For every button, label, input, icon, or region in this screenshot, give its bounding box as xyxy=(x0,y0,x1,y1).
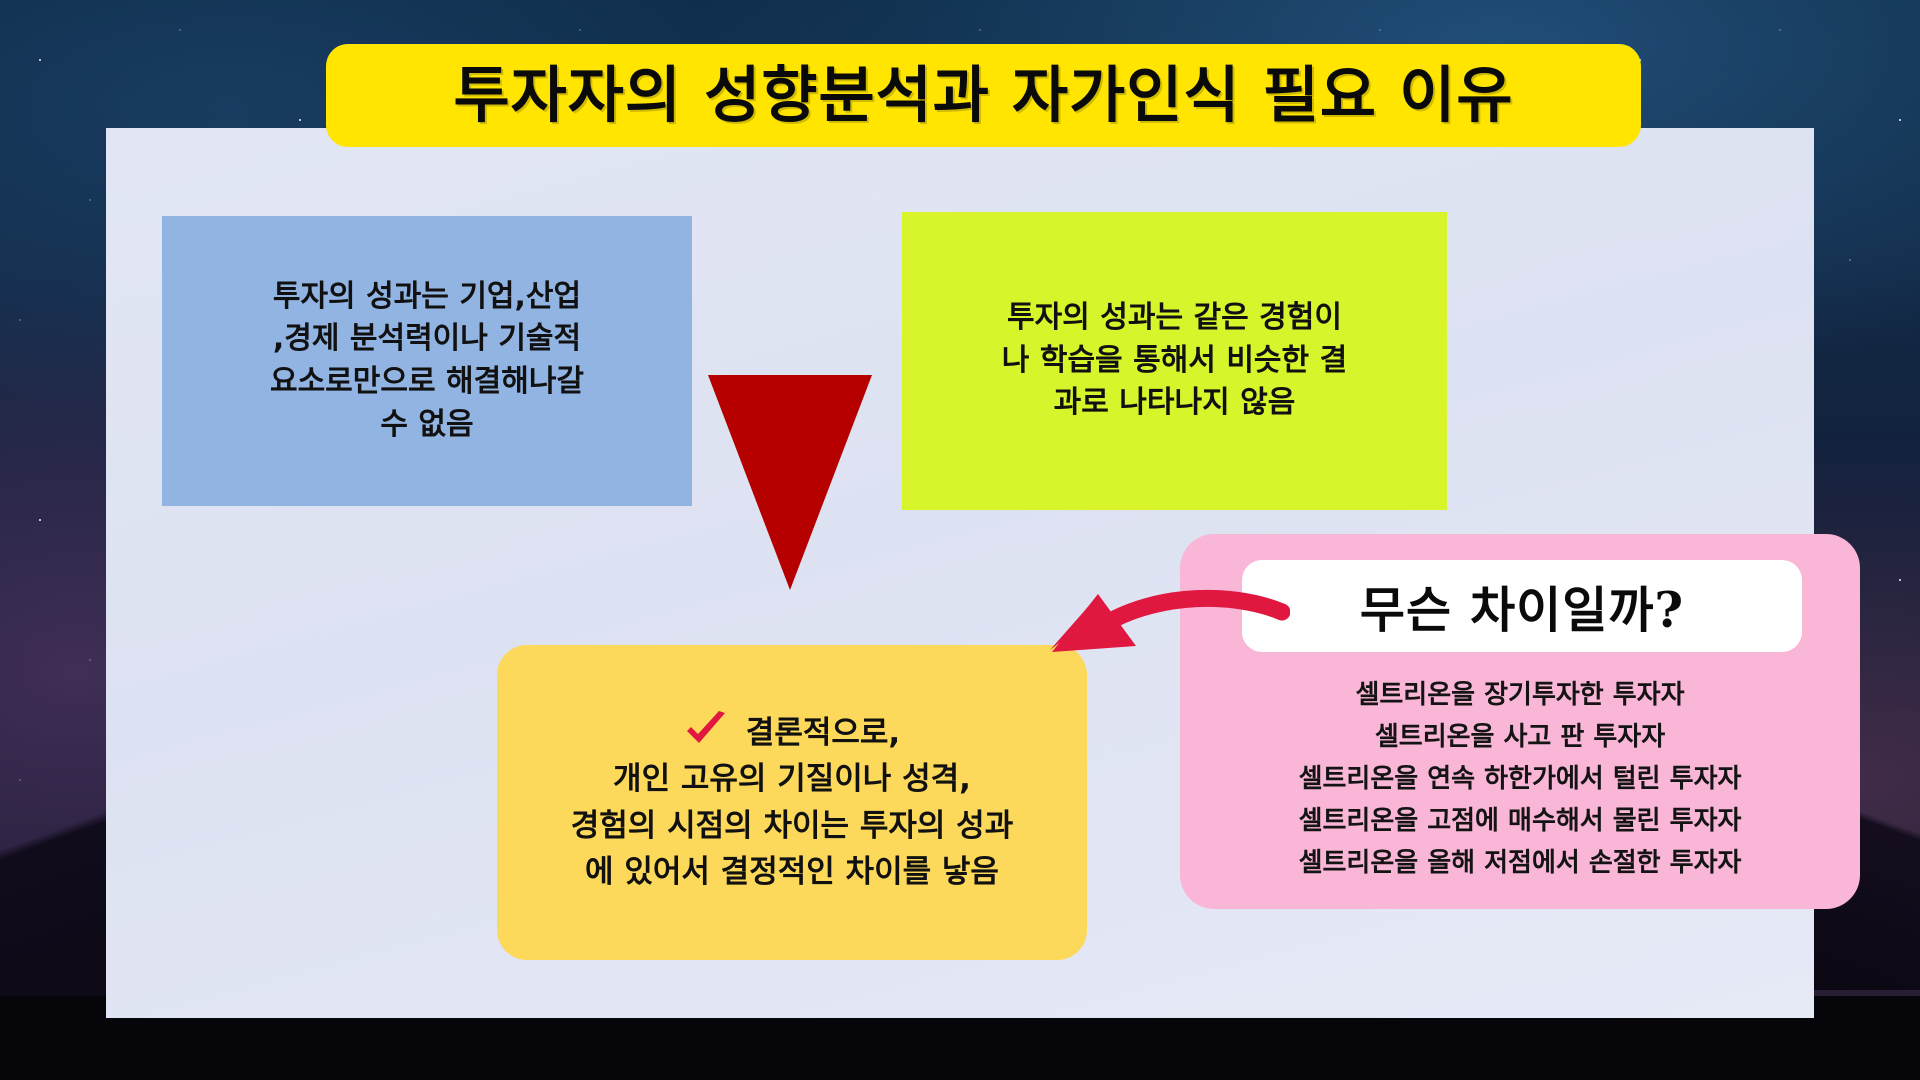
list-item: 셀트리온을 장기투자한 투자자 xyxy=(1355,680,1685,710)
page-title: 투자자의 성향분석과 자가인식 필요 이유 xyxy=(453,60,1514,131)
conclusion-line-3: 경험의 시점의 차이는 투자의 성과 xyxy=(570,807,1014,844)
check-icon xyxy=(684,710,728,756)
investor-type-list: 셀트리온을 장기투자한 투자자 셀트리온을 사고 판 투자자 셀트리온을 연속 … xyxy=(1180,674,1860,885)
blue-statement-box: 투자의 성과는 기업,산업 ,경제 분석력이나 기술적 요소로만으로 해결해나갈… xyxy=(162,216,692,506)
title-banner: 투자자의 성향분석과 자가인식 필요 이유 xyxy=(326,44,1641,147)
conclusion-line-4: 에 있어서 결정적인 차이를 낳음 xyxy=(585,854,999,890)
list-item: 셀트리온을 고점에 매수해서 물린 투자자 xyxy=(1298,806,1742,837)
yellow-conclusion-box: 결론적으로, 개인 고유의 기질이나 성격, 경험의 시점의 차이는 투자의 성… xyxy=(497,645,1087,960)
pink-question-text: 무슨 차이일까? xyxy=(1359,580,1685,639)
conclusion-heading-row: 결론적으로, xyxy=(571,710,1013,757)
green-statement-box: 투자의 성과는 같은 경험이 나 학습을 통해서 비슷한 결 과로 나타나지 않… xyxy=(902,212,1447,510)
list-item: 셀트리온을 올해 저점에서 손절한 투자자 xyxy=(1298,848,1742,879)
yellow-box-content: 결론적으로, 개인 고유의 기질이나 성격, 경험의 시점의 차이는 투자의 성… xyxy=(571,710,1013,896)
pink-question-box: 무슨 차이일까? 셀트리온을 장기투자한 투자자 셀트리온을 사고 판 투자자 … xyxy=(1180,534,1860,909)
blue-box-text: 투자의 성과는 기업,산업 ,경제 분석력이나 기술적 요소로만으로 해결해나갈… xyxy=(269,278,585,442)
down-triangle-icon xyxy=(708,375,872,590)
green-box-text: 투자의 성과는 같은 경험이 나 학습을 통해서 비슷한 결 과로 나타나지 않… xyxy=(1001,300,1348,421)
pink-question-label: 무슨 차이일까? xyxy=(1242,560,1802,652)
conclusion-line-1: 결론적으로, xyxy=(745,714,901,751)
conclusion-line-2: 개인 고유의 기질이나 성격, xyxy=(613,761,971,797)
list-item: 셀트리온을 사고 판 투자자 xyxy=(1374,722,1666,753)
list-item: 셀트리온을 연속 하한가에서 털린 투자자 xyxy=(1298,764,1742,795)
